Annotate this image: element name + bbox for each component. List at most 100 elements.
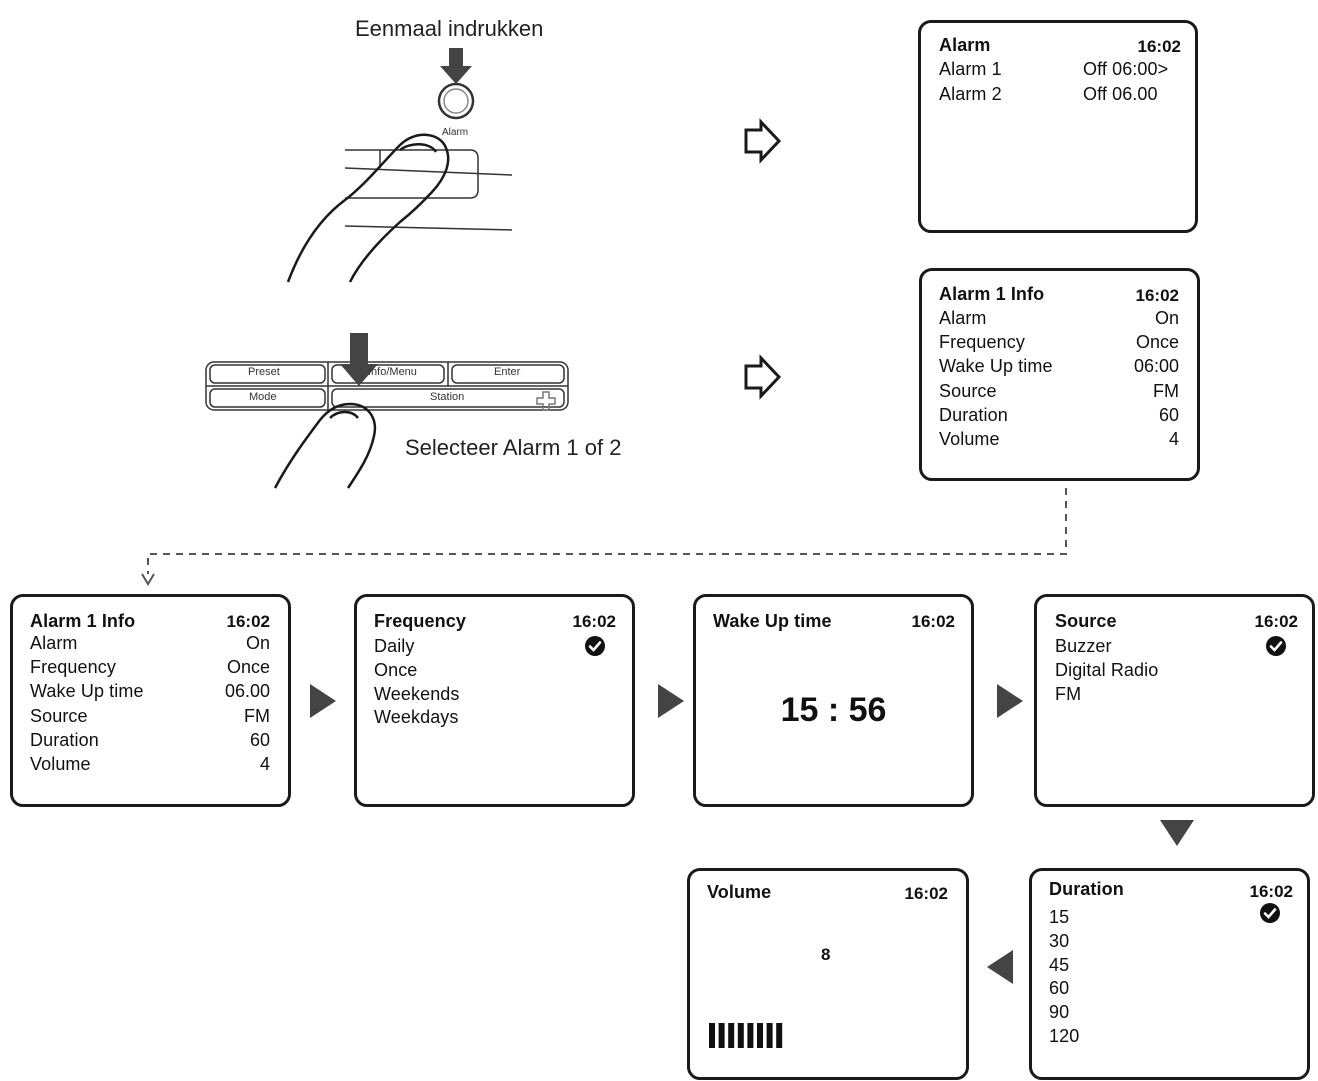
option-item: 45 — [1049, 954, 1070, 975]
volume-level-segment — [709, 1023, 715, 1048]
info-row-value: FM — [1153, 380, 1179, 401]
info-row-value: 4 — [259, 754, 270, 774]
info-row-label: Volume — [939, 429, 1000, 449]
screen-clock: 16:02 — [911, 612, 955, 631]
screen-clock: 16:02 — [1137, 37, 1181, 56]
screen-alarm-list: Alarm 16:02 Alarm 1 Off 06:00> Alarm 2 O… — [918, 20, 1198, 233]
info-row-label: Alarm — [30, 633, 78, 653]
flow-arrow-left-icon — [987, 950, 1013, 984]
alarm-button-label: Alarm — [442, 127, 469, 138]
check-icon — [1266, 636, 1286, 656]
info-row-value: 06.00 — [224, 681, 270, 702]
info-row-value: Once — [1135, 332, 1179, 353]
volume-level-bar — [709, 1023, 783, 1048]
button-panel-icon — [205, 361, 569, 411]
next-arrow-icon — [744, 118, 782, 164]
alarm-2-value: Off 06.00 — [1083, 84, 1158, 104]
screen-title: Alarm 1 Info — [30, 611, 136, 631]
check-icon — [1260, 903, 1280, 923]
flow-arrow-right-icon — [997, 684, 1023, 718]
panel-button-mode: Mode — [249, 391, 277, 403]
alarm-button-icon — [437, 82, 475, 120]
volume-level-segment — [766, 1023, 773, 1048]
dashed-connector — [147, 488, 1067, 574]
screen-title: Frequency — [374, 611, 466, 631]
info-row-value: 4 — [1168, 429, 1179, 449]
info-row-label: Wake Up time — [939, 356, 1053, 377]
option-item: 60 — [1049, 978, 1070, 999]
screen-clock: 16:02 — [226, 612, 270, 631]
screen-clock: 16:02 — [1249, 882, 1293, 901]
option-item: FM — [1055, 683, 1082, 704]
panel-button-station: Station — [430, 391, 465, 403]
screen-title: Alarm 1 Info — [939, 284, 1045, 304]
plus-icon — [536, 391, 556, 411]
info-row-label: Duration — [30, 729, 99, 750]
info-row-label: Frequency — [939, 332, 1025, 353]
info-row-value: 06:00 — [1133, 356, 1179, 377]
info-row-label: Source — [939, 380, 997, 401]
wakeup-time-value: 15 : 56 — [780, 691, 887, 729]
alarm-1-value: Off 06:00> — [1083, 59, 1169, 79]
info-row-value: On — [245, 633, 270, 653]
info-row-value: FM — [244, 705, 270, 726]
option-item: 30 — [1049, 930, 1070, 951]
flow-arrow-right-icon — [310, 684, 336, 718]
volume-level-segment — [757, 1023, 763, 1048]
panel-button-info-menu: Info/Menu — [368, 366, 417, 378]
flow-arrow-down-icon — [1160, 820, 1194, 846]
option-item: Daily — [374, 636, 415, 656]
option-item: Once — [374, 659, 418, 680]
info-row-label: Alarm — [939, 308, 987, 328]
info-row-label: Duration — [939, 404, 1008, 425]
screen-title: Duration — [1049, 879, 1124, 899]
option-item: Buzzer — [1055, 636, 1112, 656]
option-item: 90 — [1049, 1002, 1070, 1023]
volume-value: 8 — [821, 945, 831, 964]
check-icon — [585, 636, 605, 656]
finger-icon — [273, 402, 377, 489]
next-arrow-icon — [744, 354, 782, 400]
panel-button-enter: Enter — [494, 366, 521, 378]
option-item: Digital Radio — [1055, 659, 1159, 680]
down-arrow-icon — [440, 48, 472, 84]
info-row-label: Source — [30, 705, 88, 726]
alarm-2-label: Alarm 2 — [939, 84, 1002, 104]
screen-volume: Volume 16:02 8 — [687, 868, 969, 1080]
info-row-value: 60 — [1158, 404, 1179, 425]
info-row-value: On — [1154, 308, 1179, 328]
option-item: Weekends — [374, 683, 460, 704]
caption-press-once: Eenmaal indrukken — [355, 16, 544, 41]
screen-title: Wake Up time — [713, 611, 832, 631]
screen-title: Volume — [707, 882, 772, 902]
screen-clock: 16:02 — [1254, 612, 1298, 631]
device-body-icon — [344, 149, 513, 231]
flow-arrow-right-icon — [658, 684, 684, 718]
info-row-value: Once — [226, 657, 270, 678]
info-row-label: Frequency — [30, 657, 116, 678]
option-item: Weekdays — [374, 707, 459, 728]
screen-clock: 16:02 — [572, 612, 616, 631]
volume-level-segment — [728, 1023, 735, 1048]
volume-level-segment — [776, 1023, 783, 1048]
screen-wakeup-time: Wake Up time 16:02 15 : 56 — [693, 594, 974, 807]
info-row-value: 60 — [249, 729, 270, 750]
screen-clock: 16:02 — [904, 884, 948, 903]
option-item: 15 — [1049, 907, 1070, 927]
volume-level-segment — [737, 1023, 744, 1048]
caption-select-alarm: Selecteer Alarm 1 of 2 — [405, 435, 622, 460]
screen-clock: 16:02 — [1135, 286, 1179, 305]
connector-arrowhead-icon — [141, 573, 155, 586]
panel-button-preset: Preset — [248, 366, 280, 378]
screen-title: Source — [1055, 611, 1117, 631]
screen-title: Alarm — [939, 35, 991, 55]
info-row-label: Wake Up time — [30, 681, 144, 702]
volume-level-segment — [747, 1023, 754, 1048]
